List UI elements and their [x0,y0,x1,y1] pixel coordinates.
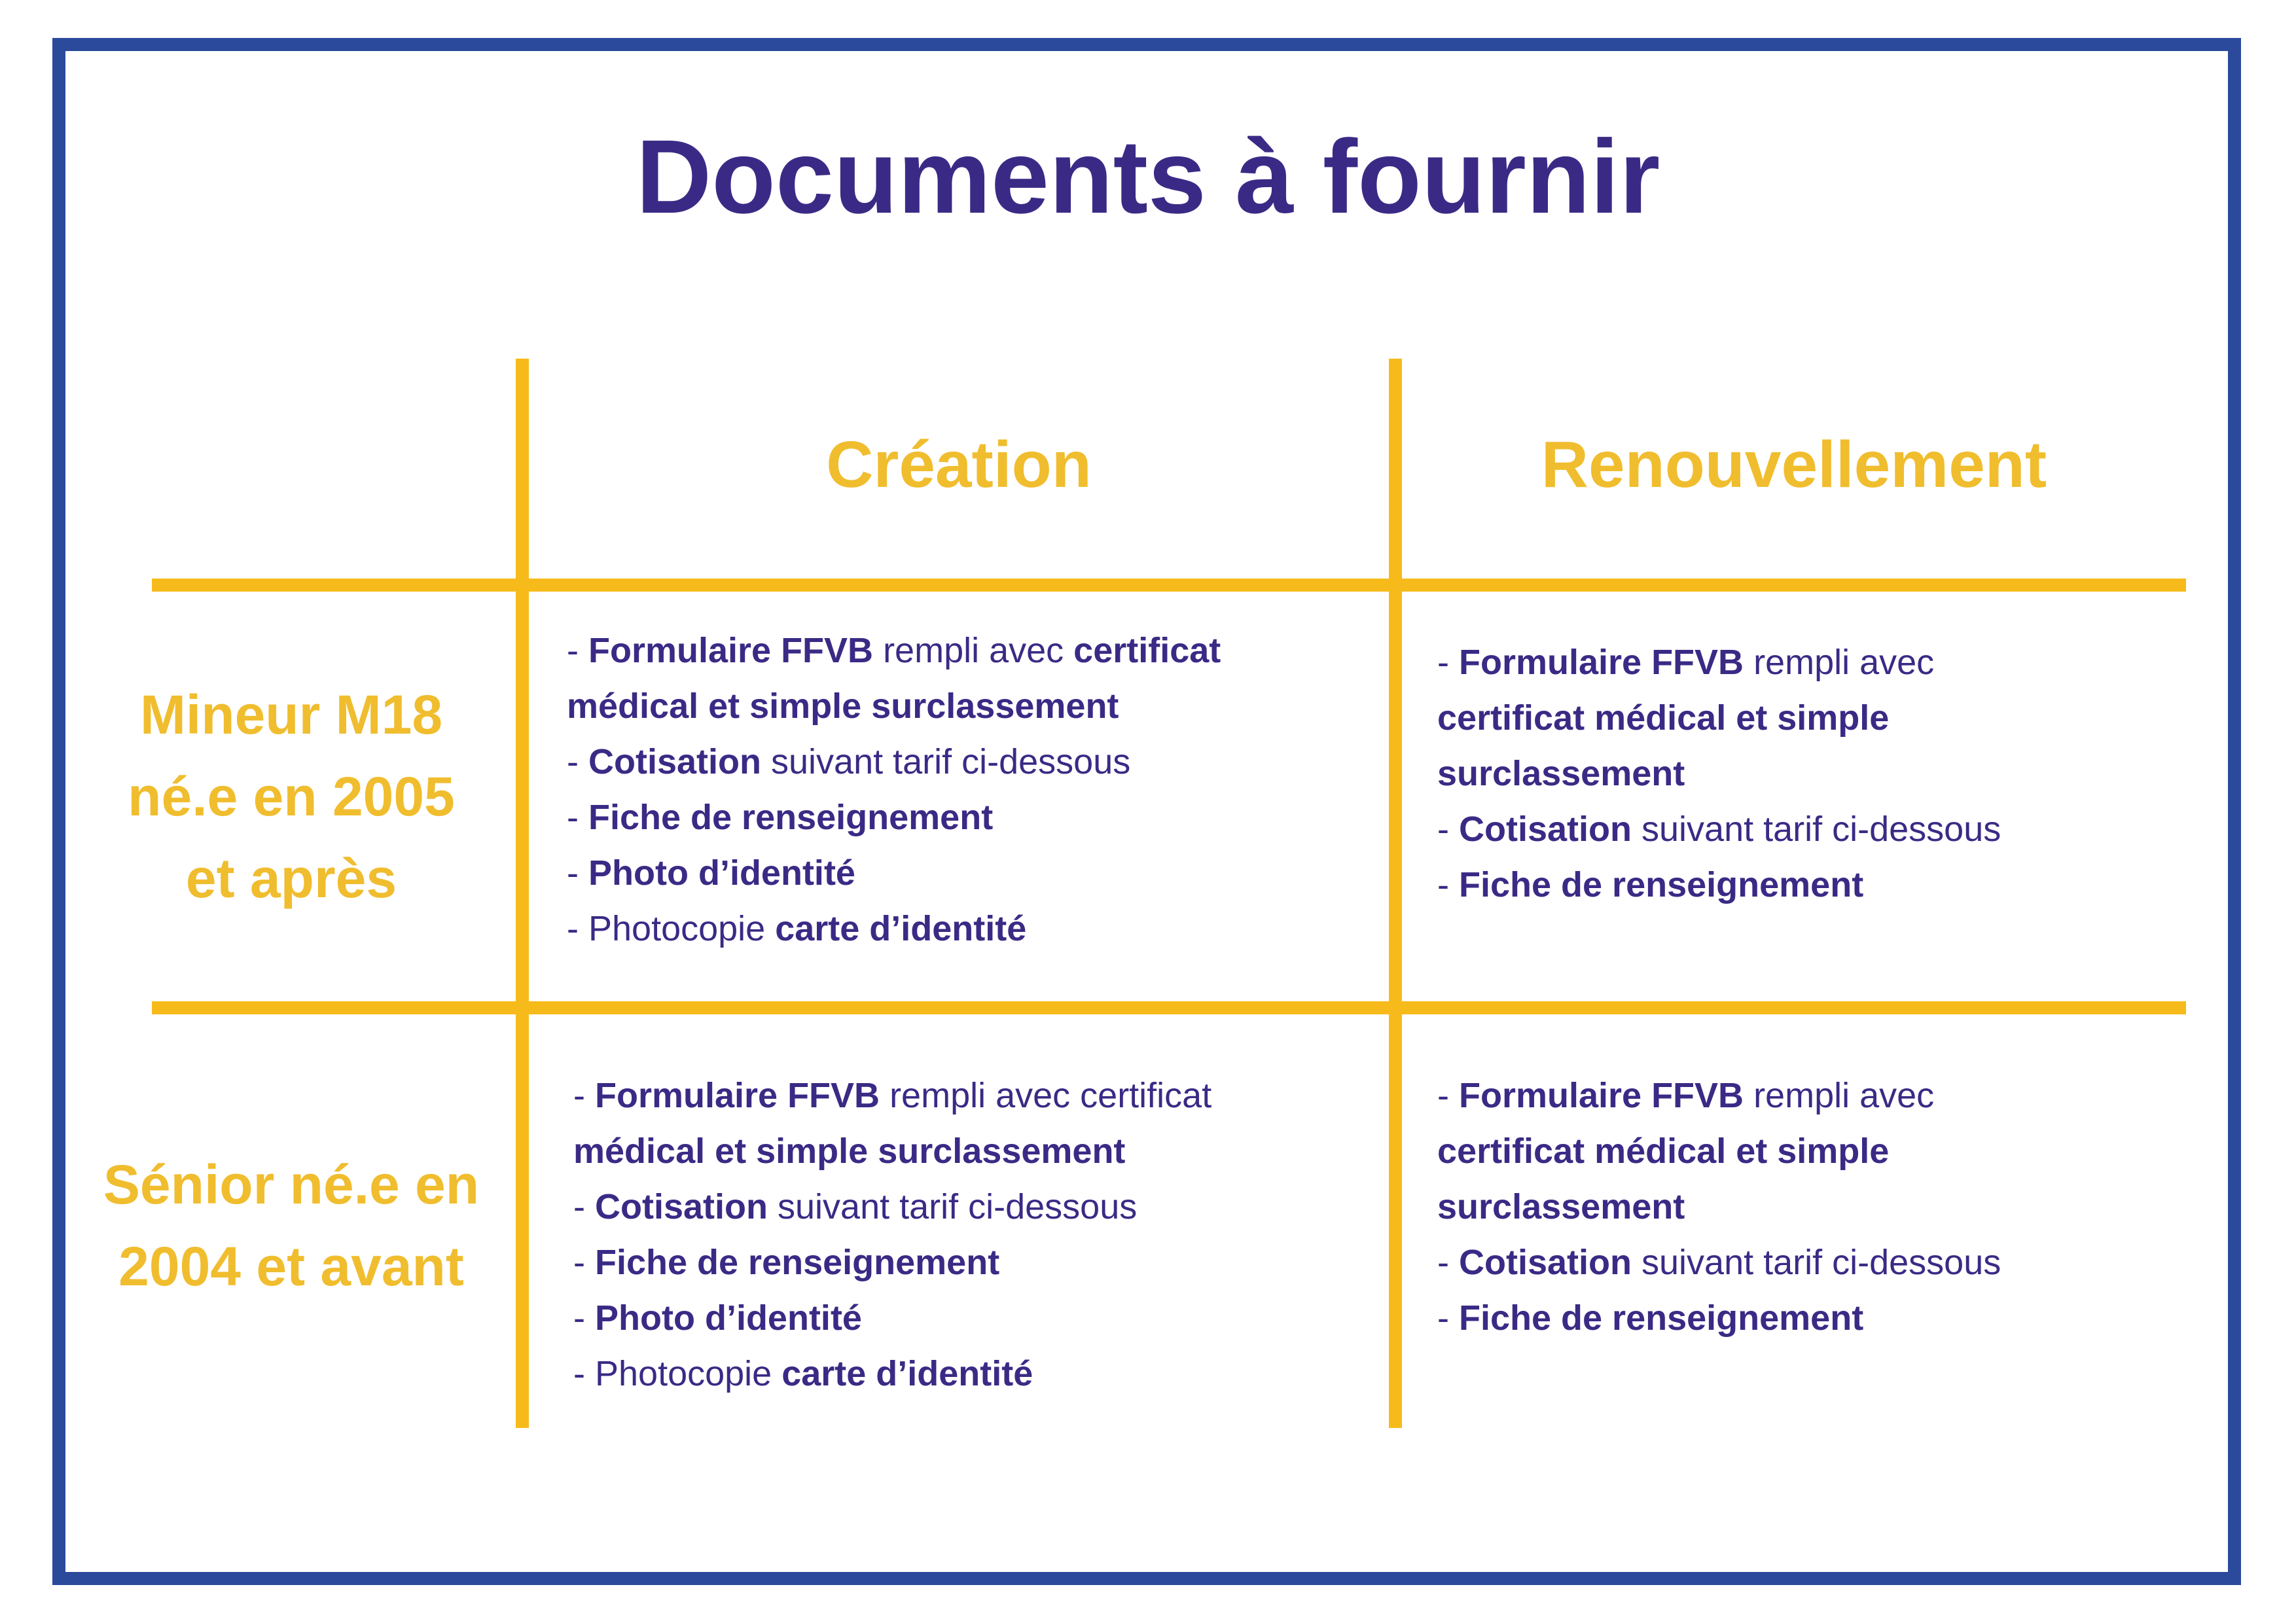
document-item: - Fiche de renseignement [1437,1298,1864,1338]
page-border [52,38,2241,1585]
cell-minor-renewal: - Formulaire FFVB rempli avec certificat… [1437,635,2001,913]
document-item: - Formulaire FFVB rempli avec certificat [573,1076,1212,1115]
document-item: - Photo d’identité [567,853,855,893]
document-item: médical et simple surclassement [573,1132,1126,1171]
column-header-renewal: Renouvellement [1541,428,2047,501]
document-item: certificat médical et simple [1437,698,1890,738]
document-item: - Formulaire FFVB rempli avec [1437,1076,1935,1115]
row-header-senior-line: Sénior né.e en [103,1154,480,1215]
row-header-senior: Sénior né.e en 2004 et avant [92,1144,491,1308]
row-header-minor: Mineur M18 né.e en 2005 et après [92,674,491,919]
page-title: Documents à fournir [636,118,1660,235]
document-item: - Fiche de renseignement [567,798,994,837]
document-item: - Cotisation suivant tarif ci-dessous [567,742,1131,781]
document-item: surclassement [1437,754,1685,793]
cell-senior-creation: - Formulaire FFVB rempli avec certificat… [573,1068,1211,1402]
document-item: - Formulaire FFVB rempli avec [1437,643,1935,682]
cell-minor-creation: - Formulaire FFVB rempli avec certificat… [567,623,1221,957]
grid-vertical-line-left [516,359,529,1428]
document-item: - Cotisation suivant tarif ci-dessous [1437,810,2001,849]
grid-horizontal-line-top [152,579,2186,592]
document-item: surclassement [1437,1187,1685,1226]
document-item: médical et simple surclassement [567,687,1119,726]
row-header-minor-line: né.e en 2005 [128,766,455,827]
document-item: - Photocopie carte d’identité [573,1354,1033,1393]
document-item: - Fiche de renseignement [573,1243,1000,1282]
document-item: - Photo d’identité [573,1298,862,1338]
document-item: - Formulaire FFVB rempli avec certificat [567,631,1221,670]
cell-senior-renewal: - Formulaire FFVB rempli avec certificat… [1437,1068,2001,1346]
column-header-creation: Création [826,428,1092,501]
document-item: - Photocopie carte d’identité [567,909,1027,948]
row-header-senior-line: 2004 et avant [118,1236,464,1297]
document-item: - Cotisation suivant tarif ci-dessous [1437,1243,2001,1282]
row-header-minor-line: et après [185,847,397,909]
grid-horizontal-line-middle [152,1001,2186,1014]
grid-vertical-line-right [1389,359,1402,1428]
document-item: certificat médical et simple [1437,1132,1890,1171]
document-item: - Fiche de renseignement [1437,865,1864,904]
row-header-minor-line: Mineur M18 [139,684,443,745]
document-item: - Cotisation suivant tarif ci-dessous [573,1187,1138,1226]
